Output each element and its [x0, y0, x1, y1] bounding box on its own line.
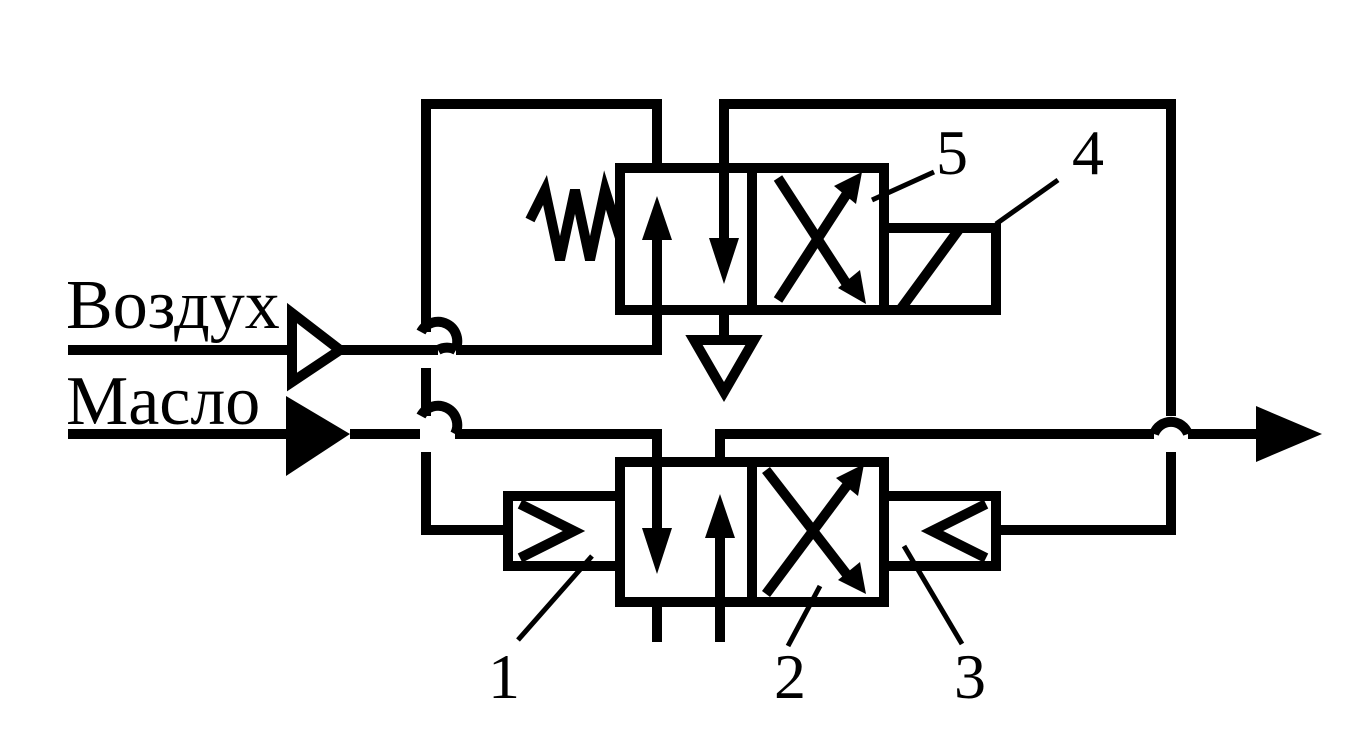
oil-source-triangle — [286, 396, 350, 476]
oil-output-line — [715, 406, 1322, 462]
oil-input-label: Масло — [66, 363, 260, 440]
callout-1: 1 — [488, 641, 520, 712]
callout-4: 4 — [1072, 117, 1104, 188]
right-pilot-line — [719, 99, 1176, 535]
solenoid-4 — [879, 223, 1001, 315]
callout-leaders — [516, 169, 1060, 648]
air-supply-line — [68, 300, 662, 392]
oil-supply-line — [68, 396, 662, 476]
callout-5: 5 — [936, 117, 968, 188]
output-arrow-icon — [1256, 406, 1322, 462]
upper-valve — [525, 163, 1001, 403]
spring-icon — [525, 170, 625, 262]
lower-valve — [503, 457, 1001, 642]
actuator-1 — [503, 491, 625, 571]
air-input-label: Воздух — [66, 267, 280, 344]
actuator-3 — [879, 491, 1001, 571]
left-pilot-line — [421, 99, 662, 535]
callout-3: 3 — [954, 641, 986, 712]
callout-2: 2 — [774, 641, 806, 712]
